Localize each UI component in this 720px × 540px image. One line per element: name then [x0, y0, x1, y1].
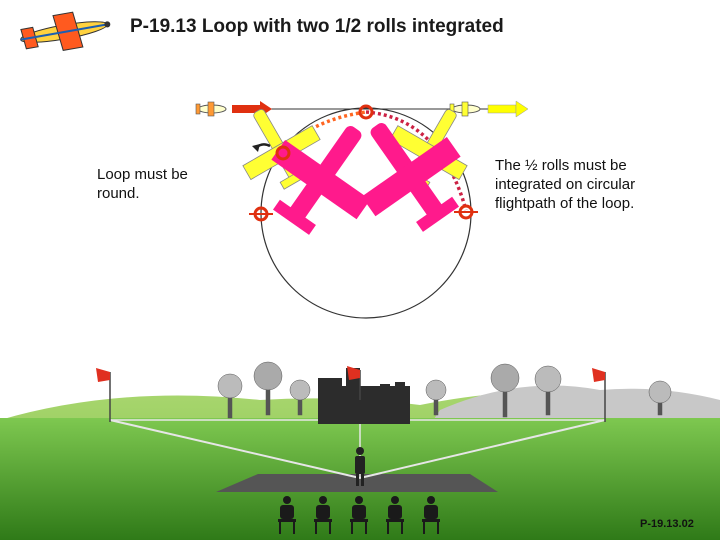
pink-plane-left: [271, 126, 371, 235]
left-flag: [96, 368, 111, 422]
loop-note-line: round.: [97, 185, 140, 202]
castle-ruin: [318, 368, 410, 424]
loop-note: Loop must be round.: [97, 165, 227, 203]
judges-silhouette-icon: [278, 496, 440, 534]
rolls-note: The ½ rolls must be integrated on circul…: [495, 156, 675, 213]
rolls-note-line: integrated on circular: [495, 176, 636, 193]
roll-start-markers: [249, 104, 478, 222]
right-flag: [592, 368, 606, 422]
center-flag: [347, 366, 361, 400]
figure-code: P-19.13.02: [640, 518, 694, 530]
aerobatic-plane-icon: [20, 11, 111, 51]
page-title: P-19.13 Loop with two 1/2 rolls integrat…: [130, 16, 504, 37]
exit-arrow-icon: [487, 100, 529, 118]
entry-plane-icon: [195, 101, 227, 117]
tree-line: [217, 361, 672, 419]
rolls-note-line: flightpath of the loop.: [495, 195, 635, 212]
pink-plane-right: [361, 123, 461, 232]
exit-plane-icon: [449, 101, 481, 117]
loop-note-line: Loop must be: [97, 166, 188, 183]
rolls-note-line: The ½ rolls must be: [495, 157, 627, 174]
rotation-arrow-icon: [252, 143, 271, 152]
pilot-silhouette-icon: [355, 447, 365, 486]
